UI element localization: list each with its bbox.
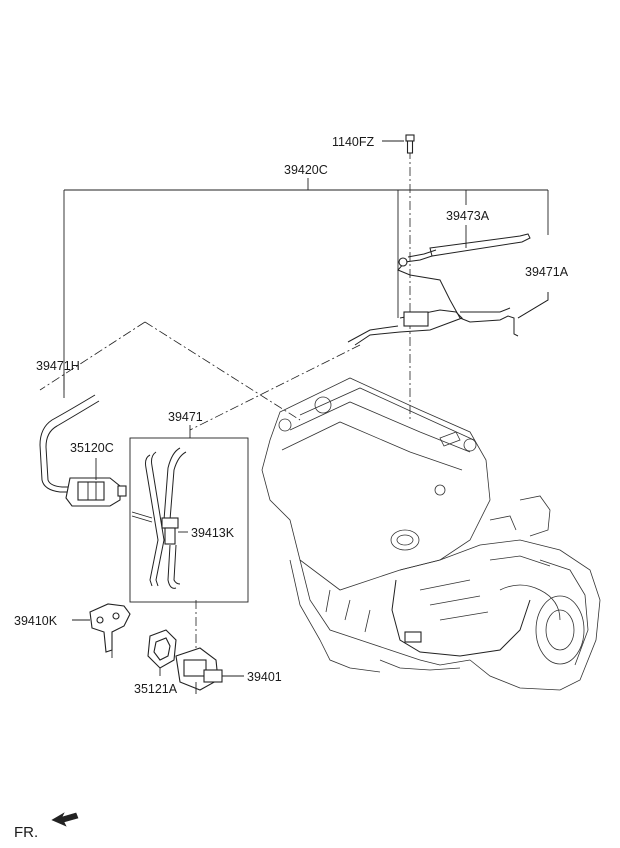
insulator-part [147,629,177,676]
label-bracket: 39410K [14,614,58,628]
label-hose-h: 39471H [36,359,80,373]
label-solenoid: 35120C [70,441,114,455]
front-direction-indicator [51,812,79,827]
label-front-direction: FR. [14,824,38,841]
upper-hose-assembly [347,233,549,346]
sensor-part [175,647,244,694]
label-sensor: 39401 [247,670,282,684]
solenoid-part [65,458,127,507]
engine-illustration [261,377,601,691]
label-hose-assembly: 39420C [284,163,328,177]
hose-kit-box [129,425,249,603]
label-hose-kit: 39471 [168,410,203,424]
label-insulator: 35121A [134,682,178,696]
label-bolt: 1140FZ [332,135,375,149]
label-hose-a-cover: 39473A [446,209,490,223]
leader-lines [39,150,411,650]
hose-39471h [39,372,100,493]
label-hose-a: 39471A [525,265,569,279]
bolt-part [382,134,415,154]
label-connector-k: 39413K [191,526,235,540]
front-arrow-icon [51,812,79,827]
bracket-part [72,603,131,658]
